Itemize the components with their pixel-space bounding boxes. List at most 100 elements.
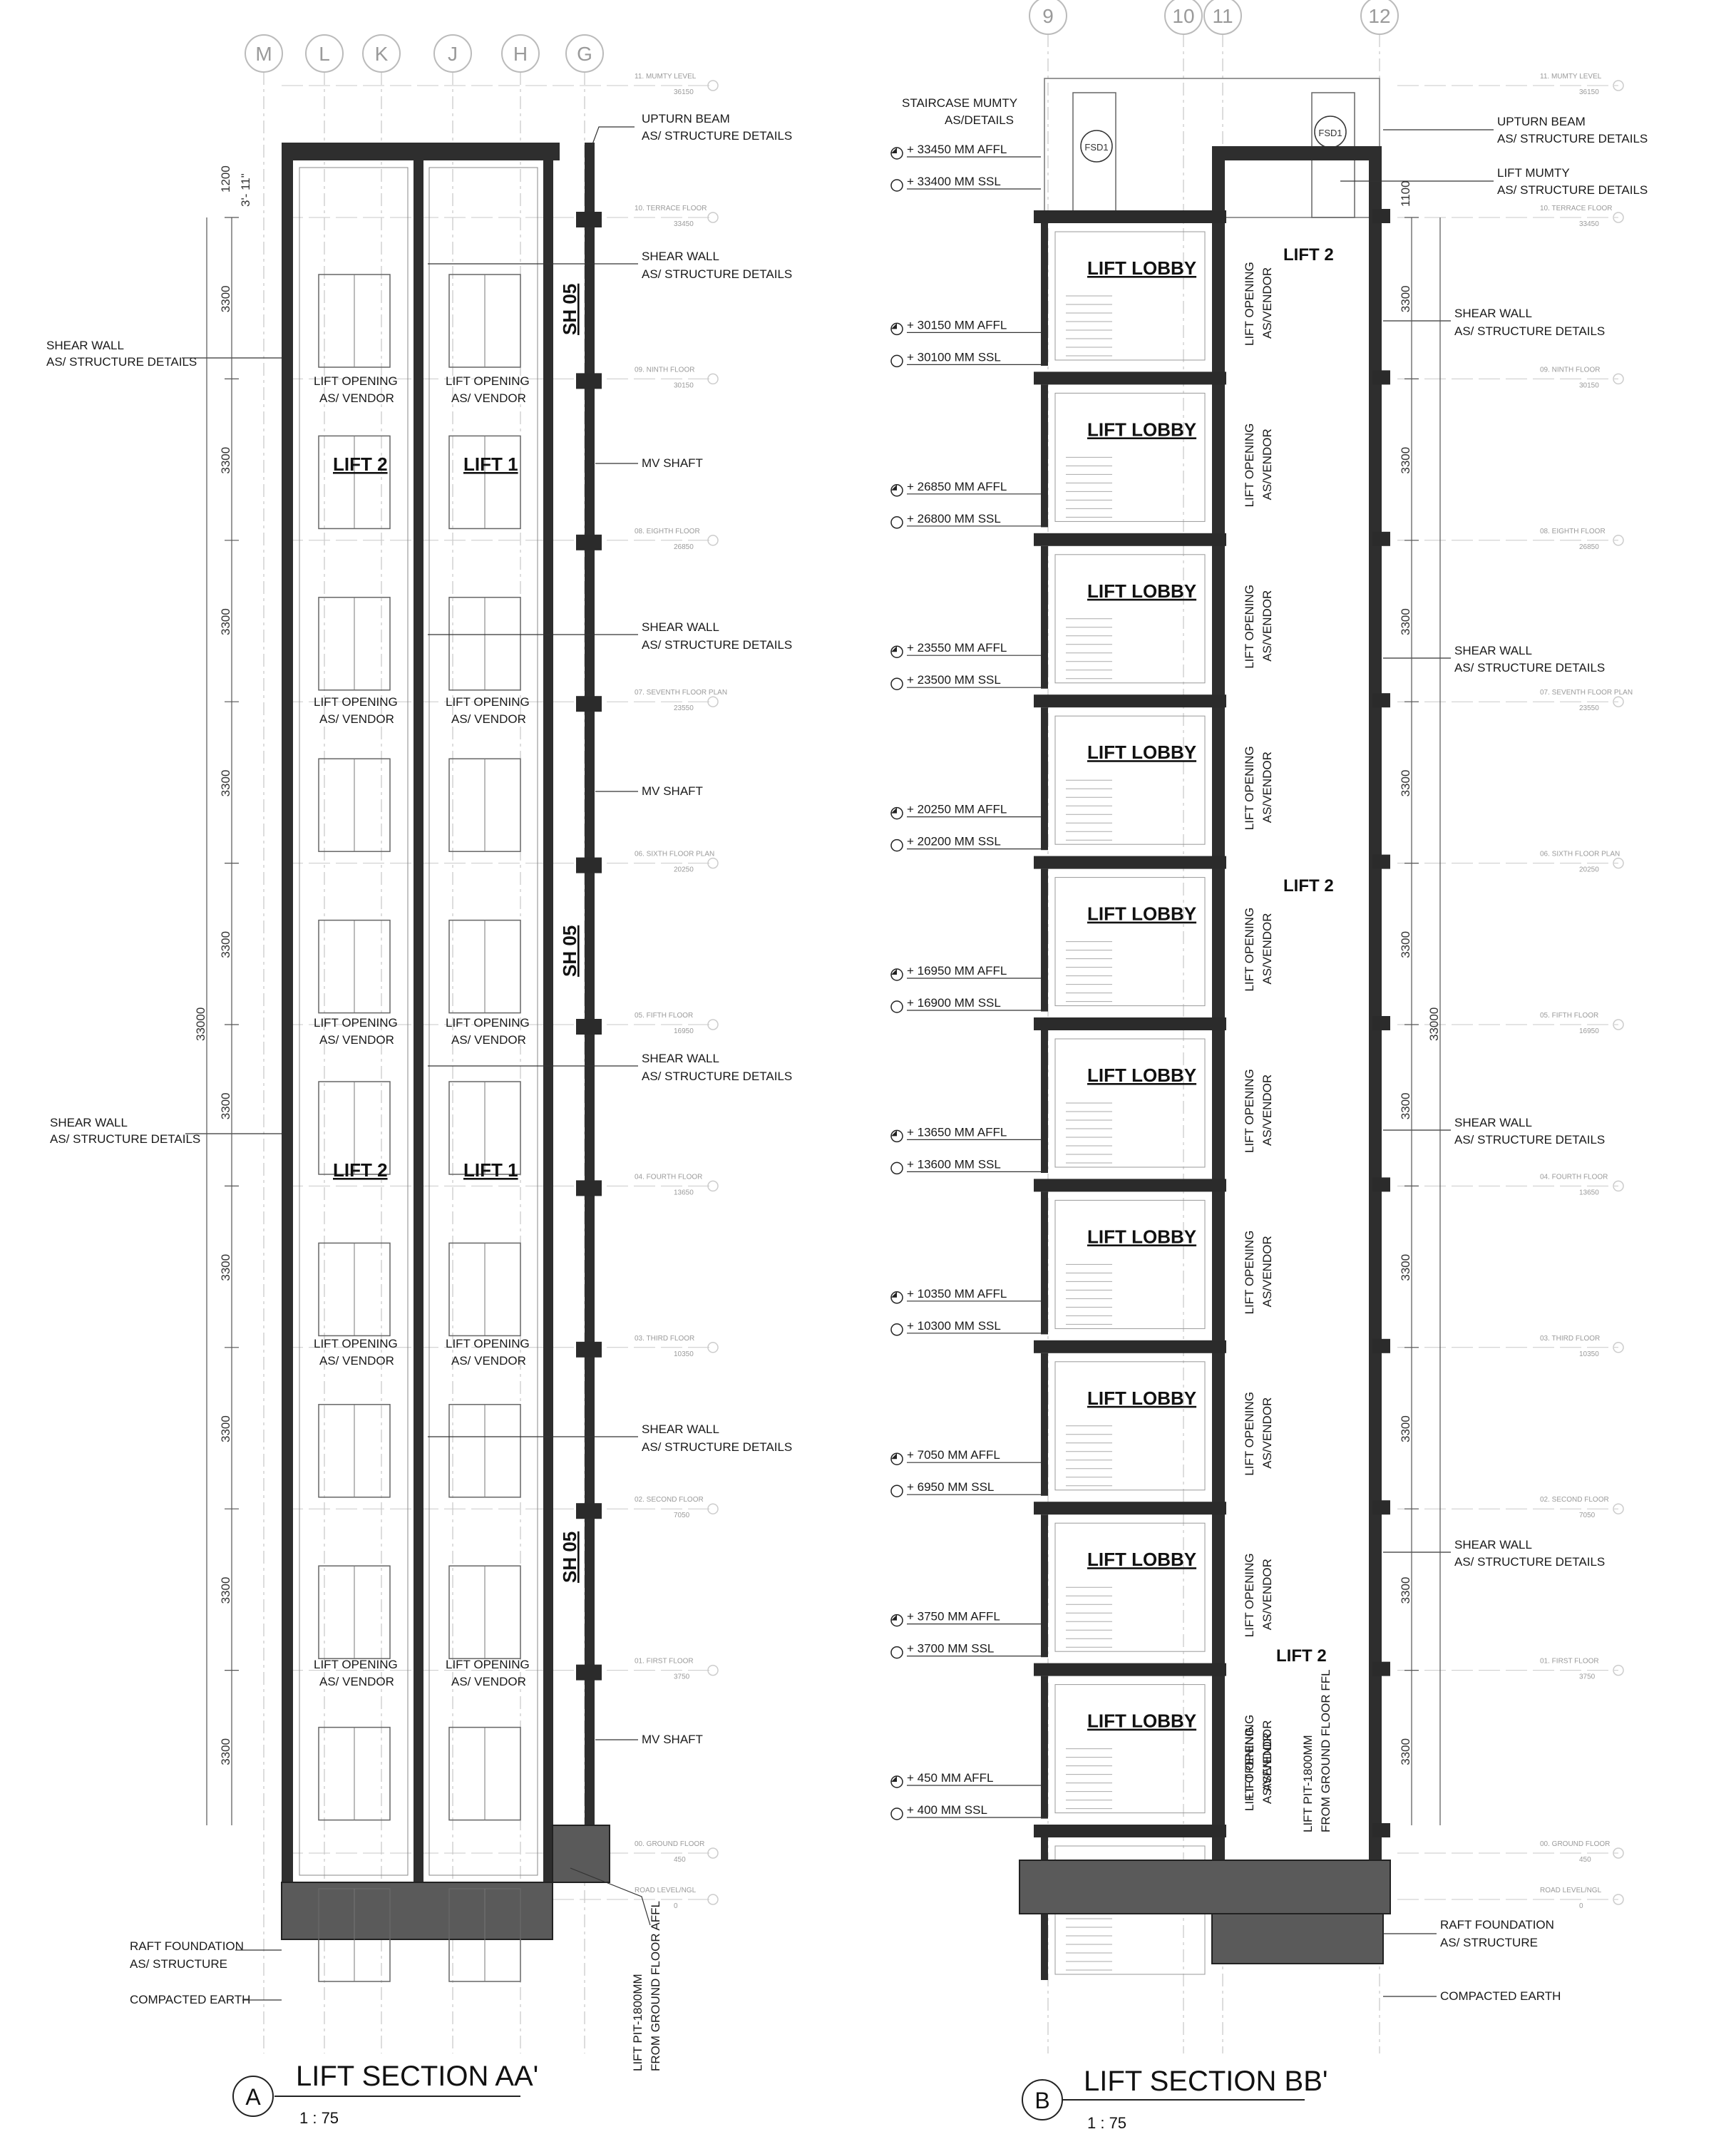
lobby-wall: [1041, 223, 1048, 366]
level-symbol: [890, 516, 903, 529]
structure-label: AS/ STRUCTURE DETAILS: [50, 1132, 200, 1146]
lift-opening-label: LIFT OPENING: [446, 1337, 530, 1350]
mv-shaft-label: MV SHAFT: [642, 1733, 703, 1746]
grid-label: G: [577, 43, 592, 65]
lift-opening-label: LIFT OPENING: [314, 1658, 398, 1671]
lift-opening-label: LIFT OPENING: [1243, 1715, 1256, 1799]
level-marker: [707, 212, 719, 223]
lobby-slab: [1034, 1179, 1226, 1192]
level-symbol: [890, 1646, 903, 1659]
level-name: 08. EIGHTH FLOOR: [635, 528, 700, 535]
lift-lobby-label: LIFT LOBBY: [1087, 903, 1196, 925]
structure-label: AS/ STRUCTURE DETAILS: [1497, 183, 1648, 197]
level-value: 30150: [674, 381, 694, 389]
section-marker-label: B: [1034, 2088, 1049, 2113]
elevation-affl: + 26850 MM AFFL: [907, 480, 1007, 493]
level-marker: [1613, 1664, 1624, 1676]
dimension-text: 3300: [1399, 1415, 1412, 1442]
lobby-wall: [1041, 1353, 1048, 1496]
grid-label: M: [255, 43, 272, 65]
level-value: 20250: [674, 866, 694, 874]
level-symbol: [890, 1323, 903, 1336]
elevation-affl: + 20250 MM AFFL: [907, 803, 1007, 816]
lobby-slab: [1034, 210, 1226, 223]
level-value: 7050: [674, 1512, 690, 1519]
slab-stub: [1372, 531, 1390, 546]
lift-name: LIFT 1: [463, 453, 518, 475]
level-marker: [1613, 1019, 1624, 1030]
raft-structure-label: AS/ STRUCTURE: [130, 1957, 227, 1971]
shear-wall-label: SHEAR WALL: [1454, 1538, 1532, 1552]
floor-slab-stub: [576, 1664, 602, 1681]
raft-foundation: [281, 1882, 553, 1940]
lift-opening-label: LIFT OPENING: [1243, 746, 1256, 830]
level-symbol: [890, 354, 903, 368]
leader-line: [591, 126, 635, 147]
level-name: 09. NINTH FLOOR: [635, 366, 694, 374]
vendor-label: AS/VENDOR: [1260, 1397, 1274, 1469]
lobby-room: [1054, 392, 1206, 522]
lift-pit-label: LIFT PIT-1800MM: [631, 1974, 644, 2071]
level-value: 450: [674, 1856, 686, 1864]
floor-slab-stub: [576, 1503, 602, 1519]
structure-label: AS/ STRUCTURE DETAILS: [1454, 324, 1605, 338]
structure-label: AS/ STRUCTURE DETAILS: [1454, 1555, 1605, 1569]
level-symbol: [890, 677, 903, 690]
vendor-label: AS/ VENDOR: [319, 1354, 394, 1368]
lift-opening-label: LIFT OPENING: [314, 1016, 398, 1030]
slab-stub: [1372, 1016, 1390, 1030]
level-marker: [1613, 212, 1624, 223]
level-symbol: [890, 838, 903, 852]
lobby-slab: [1034, 533, 1226, 546]
level-name: 11. MUMTY LEVEL: [635, 73, 697, 81]
structure-label: AS/ STRUCTURE DETAILS: [46, 355, 197, 369]
slab-stub: [1372, 1661, 1390, 1676]
mv-shaft-label: MV SHAFT: [642, 784, 703, 798]
vendor-label: AS/ VENDOR: [451, 391, 526, 405]
level-marker: [1613, 1894, 1624, 1905]
level-marker: [1613, 1503, 1624, 1514]
dimension-text: 3300: [1399, 1092, 1412, 1119]
structure-label: AS/ STRUCTURE DETAILS: [642, 1440, 792, 1454]
compacted-earth-label: COMPACTED EARTH: [1440, 1989, 1561, 2003]
level-name: 08. EIGHTH FLOOR: [1540, 528, 1606, 535]
grid-label: 9: [1042, 5, 1054, 27]
level-name: ROAD LEVEL/NGL: [635, 1887, 697, 1894]
elevation-affl: + 3750 MM AFFL: [907, 1610, 1000, 1624]
vendor-label: AS/VENDOR: [1260, 752, 1274, 823]
level-symbol-fill: [891, 484, 897, 491]
vendor-label: AS/VENDOR: [1260, 1236, 1274, 1307]
vendor-label: AS/ VENDOR: [451, 1354, 526, 1368]
level-name: 03. THIRD FLOOR: [1540, 1335, 1600, 1343]
level-name: 10. TERRACE FLOOR: [635, 205, 707, 212]
level-symbol: [890, 1807, 903, 1820]
vendor-label: AS/VENDOR: [1260, 590, 1274, 662]
level-value: 23550: [674, 704, 694, 712]
dimension-text: 3300: [219, 1415, 232, 1442]
lift-opening-label: LIFT OPENING: [314, 695, 398, 709]
fsd-tag: [1080, 130, 1113, 163]
level-symbol-fill: [891, 1291, 897, 1298]
lobby-room: [1054, 877, 1206, 1007]
lift-opening-label: LIFT OPENING: [1243, 424, 1256, 508]
lift-opening-label: LIFT OPENING: [1243, 1392, 1256, 1476]
lift-opening-label: LIFT OPENING: [314, 1337, 398, 1350]
lobby-room: [1054, 715, 1206, 845]
level-symbol: [890, 179, 903, 192]
lift-name: LIFT 2: [1276, 1646, 1327, 1666]
shear-wall-label: SHEAR WALL: [50, 1116, 128, 1129]
lobby-room: [1054, 554, 1206, 684]
level-name: 04. FOURTH FLOOR: [1540, 1173, 1608, 1181]
floor-slab-stub: [576, 857, 602, 873]
shear-wall-left: [282, 143, 293, 1882]
dimension-text: 3300: [1399, 285, 1412, 312]
section-scale: 1 : 75: [299, 2109, 339, 2127]
structure-label: AS/ STRUCTURE DETAILS: [642, 267, 792, 281]
level-marker: [1613, 1180, 1624, 1192]
dimension-text: 3300: [1399, 608, 1412, 635]
lift-name: LIFT 2: [333, 1159, 388, 1181]
vendor-label: AS/VENDOR: [1260, 429, 1274, 500]
lift-car-line: [428, 167, 538, 1876]
